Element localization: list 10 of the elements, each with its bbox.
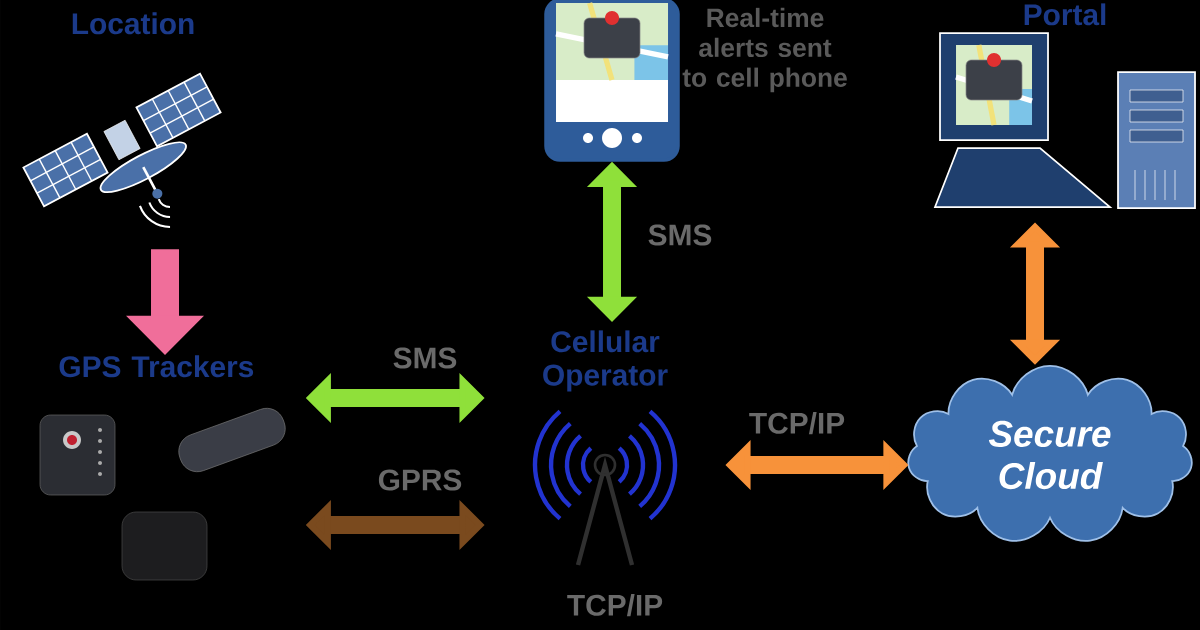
edge-label: TCP/IP xyxy=(747,410,847,436)
cloud: Secure Cloud xyxy=(907,364,1193,542)
phone-drawing xyxy=(544,0,680,162)
node-label: Real-time alerts sent to cell phone xyxy=(682,7,847,93)
heading: Cellular Operator xyxy=(543,330,668,392)
edge-label: GPRS xyxy=(375,467,465,493)
heading: Location xyxy=(72,12,194,35)
label: TCP/IP xyxy=(567,593,663,617)
heading: GPS Trackers xyxy=(59,355,254,378)
heading: Portal xyxy=(1024,3,1106,26)
